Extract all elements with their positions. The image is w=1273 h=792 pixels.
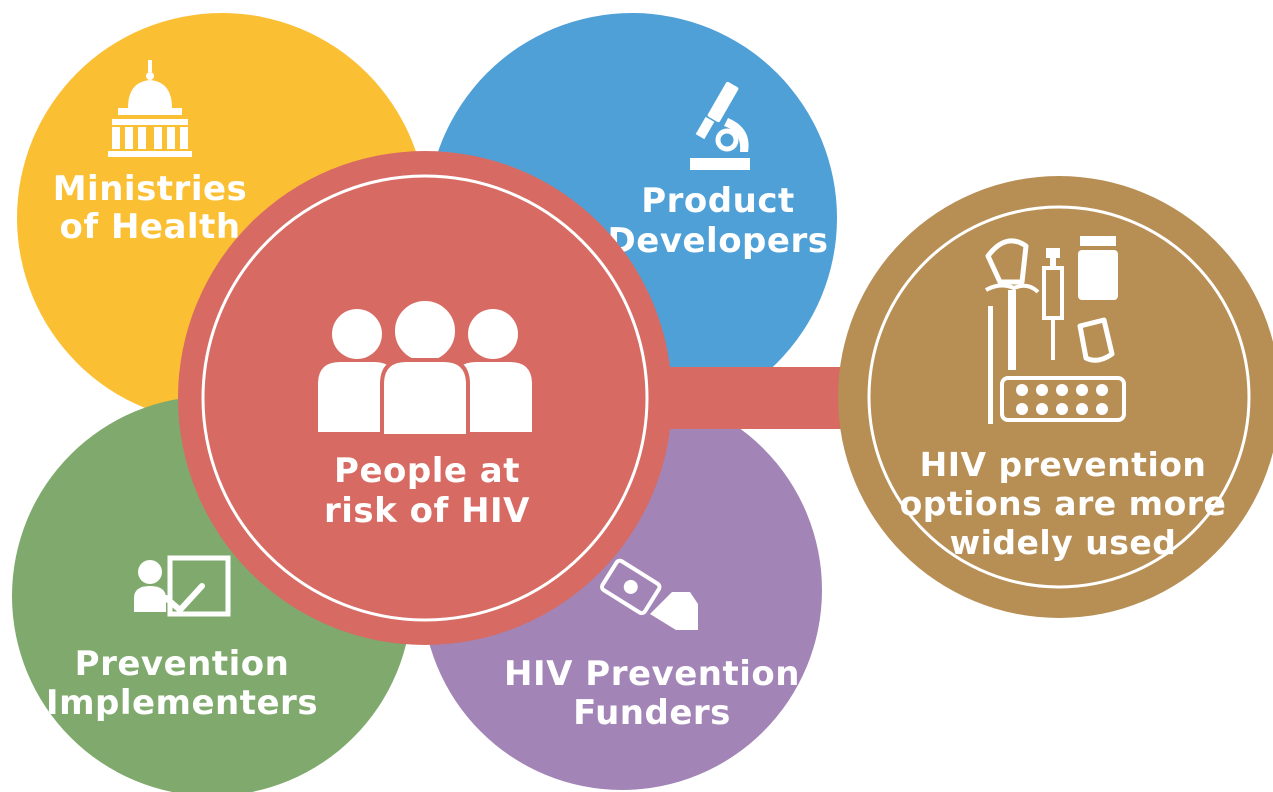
- funders-label-line1: HIV Prevention: [504, 654, 800, 694]
- funders-label-line2: Funders: [573, 693, 731, 733]
- center-label-line1: People at: [334, 451, 520, 491]
- center-node: People at risk of HIV: [178, 151, 672, 645]
- prevention-products-icon: [985, 236, 1126, 424]
- developers-label-line1: Product: [641, 181, 795, 221]
- outcome-inner-ring: [867, 205, 1251, 589]
- implementers-label-line2: Implementers: [46, 683, 318, 723]
- developers-label-line2: Developers: [608, 221, 829, 261]
- ministries-label-line1: Ministries: [53, 169, 248, 209]
- presenter-board-icon: [134, 555, 231, 617]
- center-label-line2: risk of HIV: [324, 491, 530, 531]
- microscope-icon: [690, 81, 750, 170]
- capitol-building-icon: [108, 60, 192, 157]
- money-hand-icon: [600, 558, 698, 630]
- center-inner-ring: [201, 174, 649, 622]
- implementers-label-line1: Prevention: [75, 644, 290, 684]
- ministries-label-line2: of Health: [59, 207, 240, 247]
- outcome-circle: [838, 176, 1273, 618]
- ministries-node: Ministries of Health: [17, 13, 427, 423]
- outcome-label-line2: options are more: [900, 484, 1227, 523]
- outcome-label-line1: HIV prevention: [920, 445, 1207, 484]
- people-group-icon: [318, 297, 532, 438]
- outcome-label-line3: widely used: [950, 523, 1177, 562]
- outcome-node: HIV prevention options are more widely u…: [838, 176, 1273, 618]
